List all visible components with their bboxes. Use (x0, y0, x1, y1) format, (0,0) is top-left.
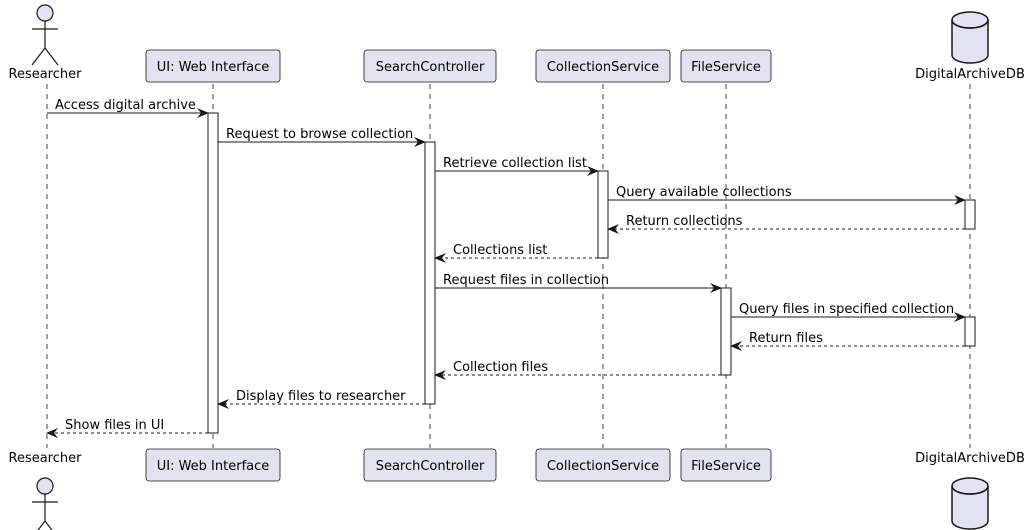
message-label: Retrieve collection list (443, 156, 587, 171)
participant-ui-bottom: UI: Web Interface (145, 448, 281, 482)
database-icon (951, 11, 989, 64)
participant-label: CollectionService (547, 459, 659, 474)
participant-label: FileService (691, 459, 761, 474)
participant-box (680, 49, 772, 83)
message-label: Show files in UI (65, 418, 164, 433)
participant-file-top: FileService (680, 49, 772, 83)
message-10: Collection files (434, 360, 721, 380)
message-6: Collections list (434, 243, 598, 263)
participant-label: FileService (691, 60, 761, 75)
message-label: Display files to researcher (236, 389, 406, 404)
message-7: Request files in collection (435, 273, 722, 293)
participant-box (145, 448, 281, 482)
actor-icon (32, 477, 58, 530)
message-2: Request to browse collection (218, 127, 426, 147)
participant-researcher-top: Researcher (9, 4, 83, 82)
participant-box (680, 448, 772, 482)
participant-box (145, 49, 281, 83)
participant-box (363, 448, 497, 482)
participant-ui-top: UI: Web Interface (145, 49, 281, 83)
message-3: Retrieve collection list (435, 156, 599, 176)
participant-label: DigitalArchiveDB (915, 451, 1025, 466)
activation-bar-file (720, 287, 732, 376)
message-label: Collection files (453, 360, 548, 375)
participant-label: UI: Web Interface (157, 459, 270, 474)
message-1: Access digital archive (47, 98, 209, 118)
participant-box (363, 49, 497, 83)
message-11: Display files to researcher (217, 389, 425, 409)
activation-bar-search (424, 141, 436, 405)
participant-label: Researcher (9, 67, 83, 82)
message-label: Access digital archive (55, 98, 196, 113)
participant-label: SearchController (376, 60, 485, 75)
participant-file-bottom: FileService (680, 448, 772, 482)
participant-db-bottom: DigitalArchiveDB (915, 451, 1025, 530)
message-label: Return files (749, 331, 823, 346)
message-9: Return files (730, 331, 965, 351)
participant-db-top: DigitalArchiveDB (915, 11, 1025, 82)
participant-label: UI: Web Interface (157, 60, 270, 75)
activation-bar-db (964, 316, 976, 347)
participant-label: SearchController (376, 459, 485, 474)
message-5: Return collections (607, 214, 965, 234)
activation-bar-db (964, 199, 976, 230)
participant-label: CollectionService (547, 60, 659, 75)
database-icon (951, 477, 989, 530)
participant-search-top: SearchController (363, 49, 497, 83)
participant-collection-top: CollectionService (535, 49, 671, 83)
participant-box (535, 49, 671, 83)
participant-researcher-bottom: Researcher (9, 451, 83, 530)
message-8: Query files in specified collection (731, 302, 966, 322)
message-label: Return collections (626, 214, 743, 229)
actor-icon (31, 4, 59, 66)
activation-bar-ui (207, 112, 219, 434)
message-label: Query files in specified collection (739, 302, 954, 317)
participant-collection-bottom: CollectionService (535, 448, 671, 482)
participant-label: DigitalArchiveDB (915, 67, 1025, 82)
message-label: Request files in collection (443, 273, 609, 288)
participant-label: Researcher (9, 451, 83, 466)
message-label: Collections list (453, 243, 547, 258)
message-12: Show files in UI (46, 418, 208, 438)
participant-search-bottom: SearchController (363, 448, 497, 482)
activation-bar-collection (597, 170, 609, 259)
participant-box (535, 448, 671, 482)
message-4: Query available collections (608, 185, 966, 205)
message-label: Query available collections (616, 185, 792, 200)
message-label: Request to browse collection (226, 127, 413, 142)
